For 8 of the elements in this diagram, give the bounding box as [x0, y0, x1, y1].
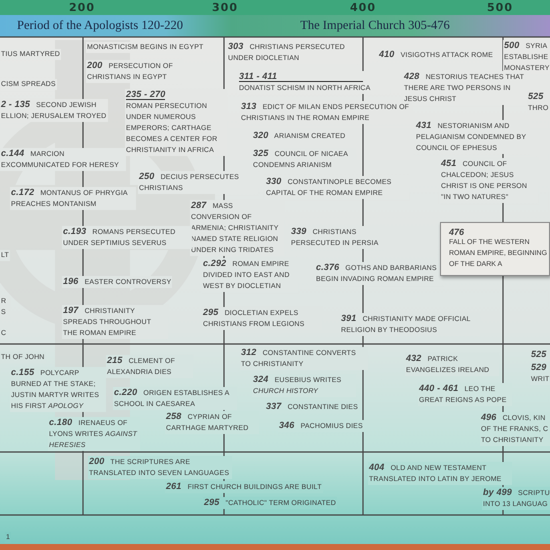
- event-card: [440, 222, 550, 276]
- century-label: 500: [487, 1, 513, 14]
- century-label: 200: [69, 1, 95, 14]
- century-label: 300: [212, 1, 238, 14]
- century-label: 400: [350, 1, 376, 14]
- period-title: The Imperial Church 305-476: [300, 18, 450, 33]
- period-title: Period of the Apologists 120-220: [17, 18, 183, 33]
- event-year: 476: [449, 227, 464, 237]
